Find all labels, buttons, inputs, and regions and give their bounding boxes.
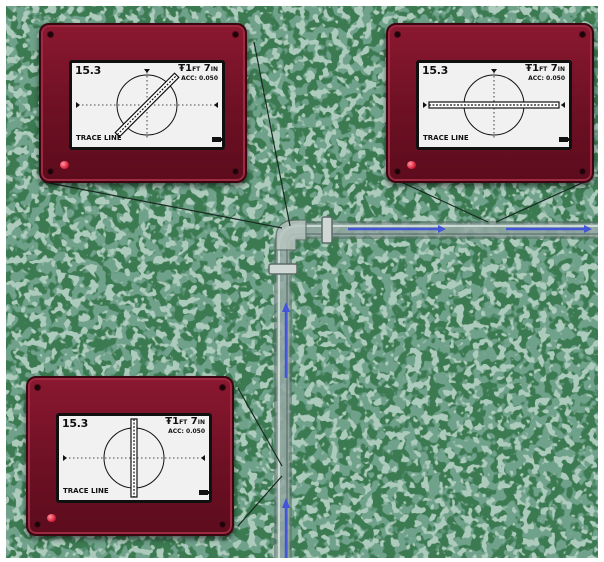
battery-icon bbox=[199, 490, 208, 495]
screw bbox=[580, 169, 585, 174]
distance-unit-ft: FT bbox=[192, 66, 200, 73]
screw bbox=[48, 32, 53, 37]
lcd-screen: 15.3 Ŧ1FT 7IN ACC: 0.050 TRACE LINE bbox=[416, 60, 572, 150]
distance-inches: 7 bbox=[551, 63, 558, 74]
mode-label: TRACE LINE bbox=[423, 134, 469, 142]
screw bbox=[48, 169, 53, 174]
line-indicator-diagonal bbox=[115, 73, 179, 137]
depth-readout: 15.3 bbox=[75, 64, 101, 77]
locator-device-vertical: 15.3 Ŧ1FT 7IN ACC: 0.050 TRACE LINE bbox=[26, 376, 234, 536]
pipe-fitting-vertical bbox=[269, 264, 297, 274]
depth-readout: 15.3 bbox=[62, 417, 88, 430]
mode-label: TRACE LINE bbox=[76, 134, 122, 142]
screw bbox=[35, 385, 40, 390]
distance-unit-ft: FT bbox=[539, 66, 547, 73]
line-indicator-horizontal bbox=[429, 102, 559, 108]
distance-unit-in: IN bbox=[558, 66, 565, 73]
accuracy-readout: ACC: 0.050 bbox=[168, 428, 205, 435]
screw bbox=[233, 169, 238, 174]
distance-readout: Ŧ1FT 7IN bbox=[165, 416, 205, 427]
distance-unit-in: IN bbox=[198, 419, 205, 426]
distance-unit-ft: FT bbox=[179, 419, 187, 426]
depth-readout: 15.3 bbox=[422, 64, 448, 77]
pipe-fitting-horizontal bbox=[322, 217, 332, 243]
distance-inches: 7 bbox=[191, 416, 198, 427]
lcd-screen: 15.3 Ŧ1FT 7IN ACC: 0.050 TRACE LINE bbox=[69, 60, 225, 150]
screw bbox=[580, 32, 585, 37]
lcd-screen: 15.3 Ŧ1FT 7IN ACC: 0.050 TRACE LINE bbox=[56, 413, 212, 503]
screw bbox=[395, 32, 400, 37]
power-led bbox=[60, 161, 69, 169]
locator-device-diagonal: 15.3 Ŧ1FT 7IN ACC: 0.050 TRACE LINE bbox=[39, 23, 247, 183]
locator-device-horizontal: 15.3 Ŧ1FT 7IN ACC: 0.050 TRACE LINE bbox=[386, 23, 594, 183]
screw bbox=[220, 522, 225, 527]
screw bbox=[395, 169, 400, 174]
screw bbox=[220, 385, 225, 390]
battery-icon bbox=[212, 137, 221, 142]
distance-readout: Ŧ1FT 7IN bbox=[178, 63, 218, 74]
screw bbox=[35, 522, 40, 527]
distance-inches: 7 bbox=[204, 63, 211, 74]
power-led bbox=[407, 161, 416, 169]
line-indicator-vertical bbox=[131, 419, 137, 497]
mode-label: TRACE LINE bbox=[63, 487, 109, 495]
battery-icon bbox=[559, 137, 568, 142]
scene: 15.3 Ŧ1FT 7IN ACC: 0.050 TRACE LINE bbox=[6, 6, 598, 558]
accuracy-readout: ACC: 0.050 bbox=[528, 75, 565, 82]
accuracy-readout: ACC: 0.050 bbox=[181, 75, 218, 82]
screw bbox=[233, 32, 238, 37]
power-led bbox=[47, 514, 56, 522]
distance-unit-in: IN bbox=[211, 66, 218, 73]
distance-readout: Ŧ1FT 7IN bbox=[525, 63, 565, 74]
